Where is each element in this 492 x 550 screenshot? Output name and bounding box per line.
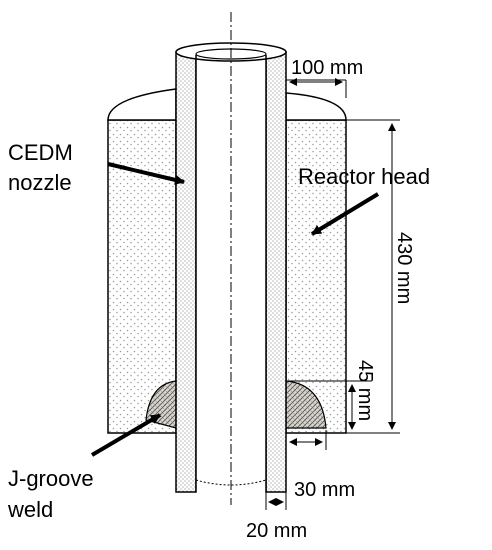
j-groove-weld-right xyxy=(285,380,327,429)
leader-arrows xyxy=(90,162,380,457)
cedm-arrow xyxy=(107,162,185,185)
reactor-head xyxy=(107,88,347,434)
nozzle-wall-right xyxy=(265,51,287,493)
head-cladding-left xyxy=(107,88,177,121)
dim-45mm: 45 mm xyxy=(354,360,376,421)
cedm-nozzle xyxy=(175,12,287,505)
cedm-nozzle-label-line1: CEDM xyxy=(8,140,73,165)
dim-430mm: 430 mm xyxy=(393,232,415,304)
dim-20mm: 20 mm xyxy=(246,520,307,542)
j-groove-arrow xyxy=(90,413,162,457)
nozzle-bottom-bore xyxy=(195,479,267,486)
dim-30mm: 30 mm xyxy=(294,479,355,501)
head-cladding-right xyxy=(285,92,347,121)
j-groove-label-line1: J-groove xyxy=(8,466,94,491)
nozzle-wall-left xyxy=(175,51,197,493)
dimension-lines xyxy=(265,78,400,510)
j-groove-label-line2: weld xyxy=(7,497,53,522)
cedm-nozzle-label-line2: nozzle xyxy=(8,170,72,195)
reactor-head-arrow xyxy=(310,192,380,236)
dim-100mm: 100 mm xyxy=(291,57,363,79)
reactor-head-label: Reactor head xyxy=(298,164,430,189)
